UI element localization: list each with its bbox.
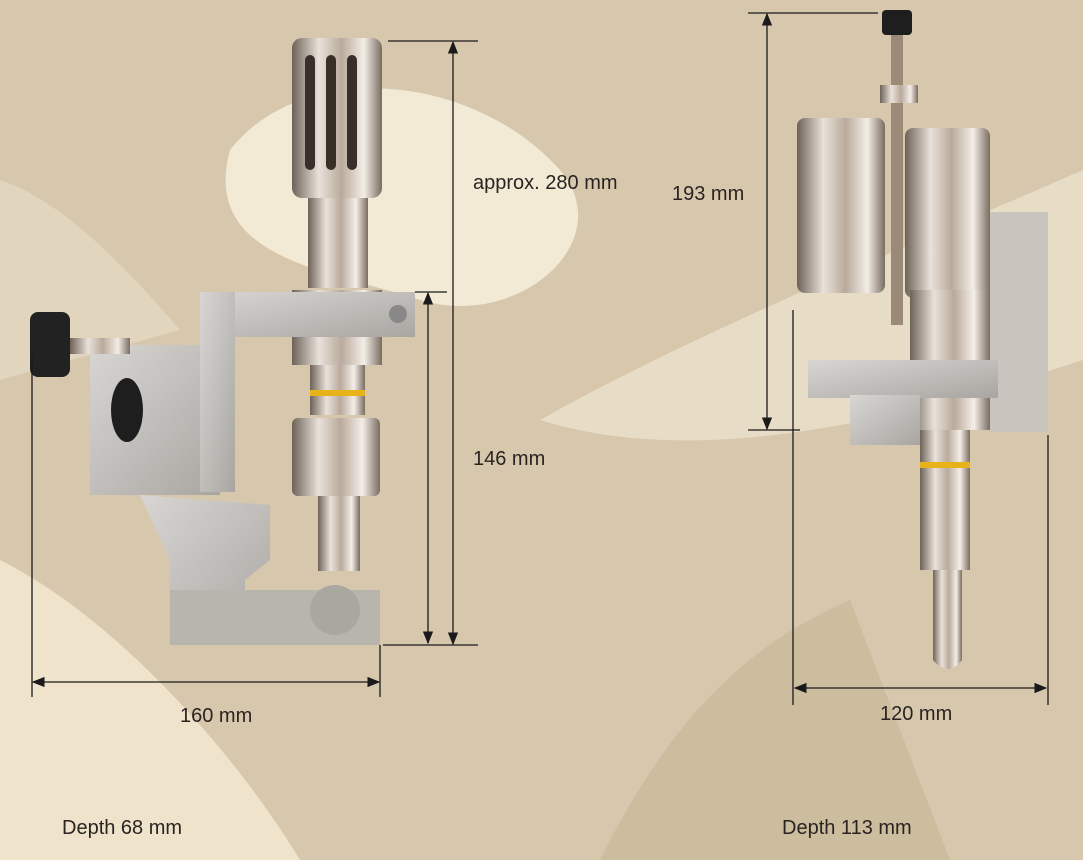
left-width-label: 160 mm: [180, 705, 252, 727]
right-depth-label: Depth 113 mm: [782, 817, 912, 839]
left-arm-height-label: 146 mm: [473, 448, 545, 470]
right-height-label: 193 mm: [672, 183, 744, 205]
right-dimension-lines: [748, 12, 1049, 705]
left-total-height-label: approx. 280 mm: [473, 172, 618, 194]
left-depth-label: Depth 68 mm: [62, 817, 182, 839]
right-device-image: [797, 10, 1048, 669]
right-width-label: 120 mm: [880, 703, 952, 725]
left-dimension-lines: [31, 40, 478, 697]
left-device-image: [30, 38, 415, 645]
